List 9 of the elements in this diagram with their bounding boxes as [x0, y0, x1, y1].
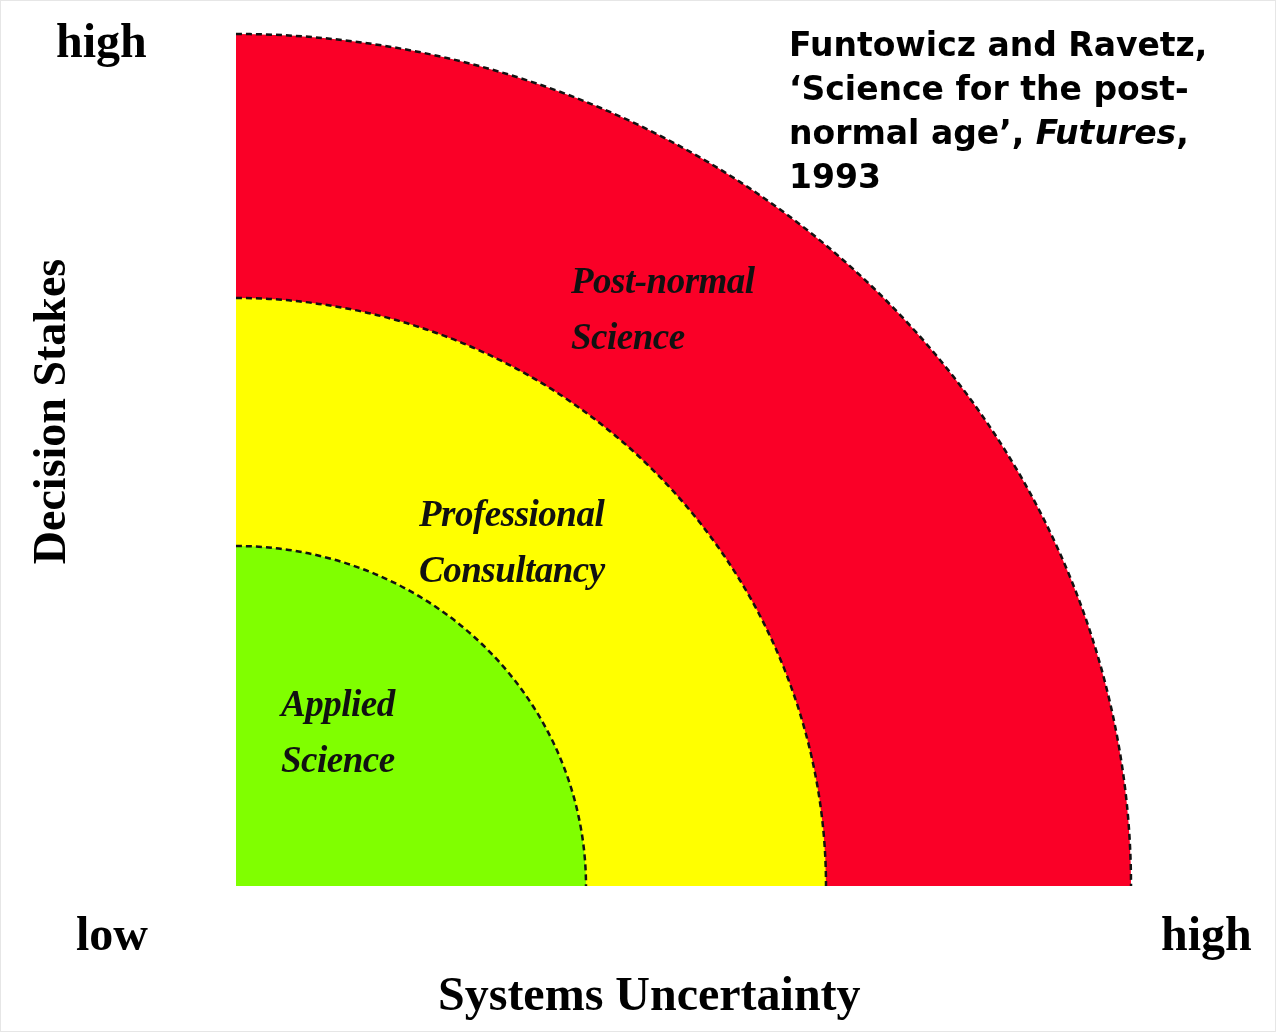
region-label: Applied Science	[281, 682, 397, 782]
axis-title: Systems Uncertainty	[438, 966, 861, 1021]
citation: Funtowicz and Ravetz, ‘Science for the post-normal age’, Futures, 1993	[789, 24, 1209, 198]
axis-high-label: high	[1161, 906, 1252, 961]
region-label: Post-normal Science	[571, 259, 756, 359]
region-label: Professional Consultancy	[419, 492, 607, 592]
axis-low-label: low	[76, 906, 148, 961]
axis-title: Decision Stakes	[22, 258, 76, 564]
axis-high-label: high	[56, 13, 147, 68]
